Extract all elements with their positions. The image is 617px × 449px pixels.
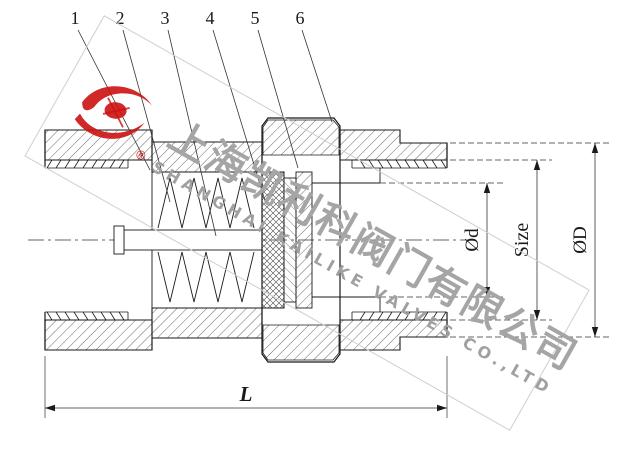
dimension-length: L (44, 356, 448, 418)
valve-body-left (44, 129, 153, 351)
part-number-3: 3 (161, 8, 170, 28)
label-outer-diameter: ØD (570, 226, 591, 253)
label-size: Size (511, 223, 533, 258)
dimension-outer-diameter: ØD (450, 142, 610, 338)
valve-body-right (312, 129, 448, 351)
part-number-4: 4 (206, 8, 215, 28)
thread-right (351, 159, 447, 321)
leader-lines (77, 29, 333, 237)
spring (157, 177, 255, 303)
stem (113, 225, 263, 255)
label-inner-diameter: Ød (462, 228, 483, 252)
thread-left (45, 159, 129, 321)
seat-ring (295, 171, 313, 309)
part-number-2: 2 (116, 8, 125, 28)
part-number-1: 1 (71, 8, 80, 28)
valve-body-middle (151, 130, 263, 350)
dimension-size: Size (450, 159, 552, 321)
part-number-5: 5 (251, 8, 260, 28)
label-length: L (239, 382, 253, 406)
union-nut (261, 117, 341, 363)
valve-disc (261, 171, 297, 309)
part-number-6: 6 (296, 8, 305, 28)
dimension-inner-diameter: Ød (380, 182, 505, 298)
